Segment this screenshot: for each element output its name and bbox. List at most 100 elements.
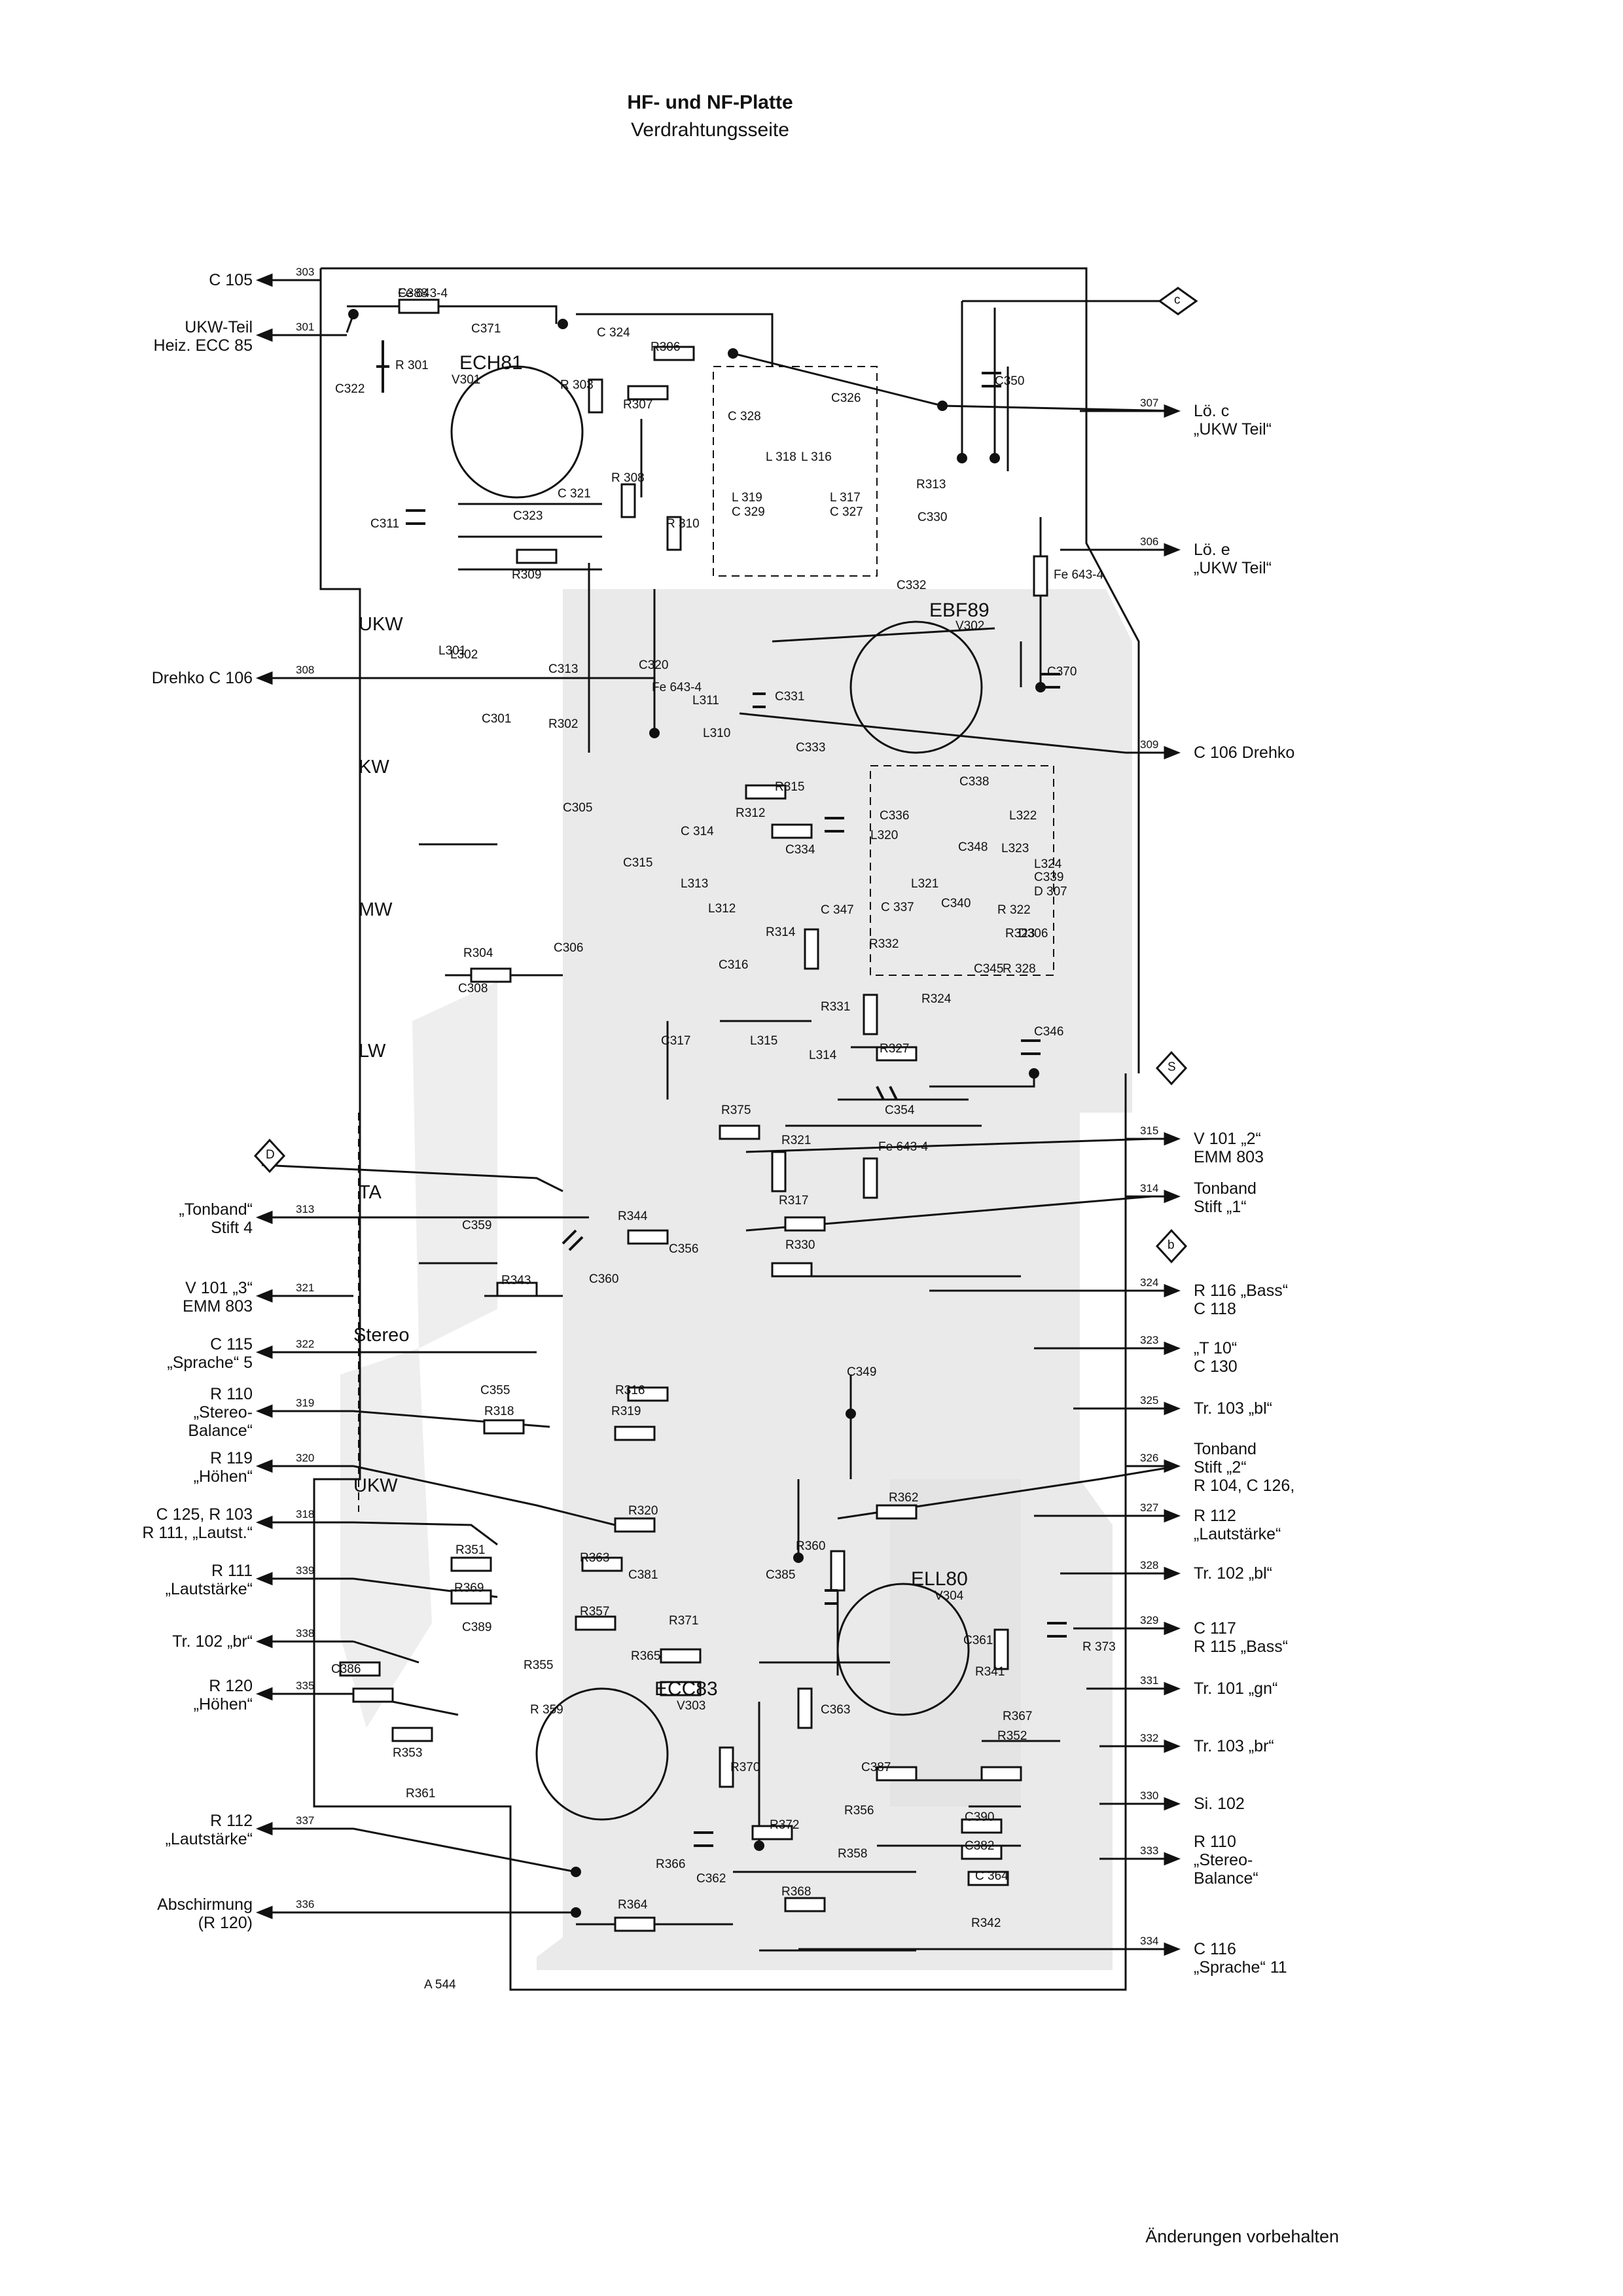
right-connection-number: 326 (1140, 1452, 1159, 1464)
component-designator: R371 (669, 1614, 699, 1628)
left-connection-label: UKW-Teil Heiz. ECC 85 (153, 318, 253, 355)
component-designator: C322 (335, 382, 365, 396)
component-designator: R307 (623, 398, 653, 412)
component-designator: R368 (781, 1885, 812, 1899)
component-designator: R 359 (530, 1703, 563, 1717)
component-designator: C348 (958, 840, 988, 854)
component-designator: C331 (775, 690, 805, 704)
component-designator: R363 (580, 1551, 610, 1565)
band-label: MW (359, 899, 393, 920)
component-designator: C 337 (881, 901, 914, 914)
component-designator: D 307 (1034, 885, 1067, 899)
component-designator: L322 (1009, 809, 1037, 823)
right-connection-label: Si. 102 (1194, 1795, 1245, 1813)
component-designator: R343 (501, 1274, 531, 1287)
component-designator: C 347 (821, 903, 854, 917)
component-designator: L310 (703, 726, 731, 740)
component-designator: R352 (997, 1729, 1027, 1743)
left-connection-number: 303 (296, 266, 315, 278)
component-designator: R 308 (611, 471, 645, 485)
left-connection-label: R 111 „Lautstärke“ (165, 1562, 253, 1598)
component-designator: R358 (838, 1847, 868, 1861)
right-connection-number: 328 (1140, 1559, 1159, 1571)
band-label: KW (359, 757, 389, 778)
component-designator: R 322 (997, 903, 1031, 917)
right-connection-number: 323 (1140, 1334, 1159, 1346)
marker-letter: b (1168, 1238, 1175, 1252)
right-connection-label: C 117 R 115 „Bass“ (1194, 1619, 1289, 1656)
component-designator: C 321 (558, 487, 591, 501)
component-designator: R332 (869, 937, 899, 951)
component-designator: C315 (623, 856, 653, 870)
component-designator: C350 (995, 374, 1025, 388)
component-designator: L311 (692, 694, 719, 708)
left-connection-label: C 125, R 103 R 111, „Lautst.“ (142, 1505, 253, 1542)
component-designator: R342 (971, 1916, 1001, 1930)
component-designator: C 364 (975, 1869, 1008, 1883)
component-designator: C311 (370, 517, 400, 531)
component-designator: R324 (921, 992, 952, 1006)
left-connection-number: 335 (296, 1679, 315, 1692)
band-label: UKW (359, 614, 403, 635)
right-connection-label: C 116 „Sprache“ 11 (1194, 1940, 1287, 1977)
component-designator: L 316 (801, 450, 832, 464)
left-connection-number: 308 (296, 664, 315, 676)
component-designator: C370 (1047, 665, 1077, 679)
board-outline (313, 267, 1140, 1991)
right-connection-label: Tr. 101 „gn“ (1194, 1679, 1278, 1698)
component-designator: L 317 (830, 491, 861, 505)
component-designator: C385 (766, 1568, 796, 1582)
component-designator: R351 (455, 1543, 486, 1557)
component-designator: C330 (918, 511, 948, 524)
right-connection-label: Tonband Stift „1“ (1194, 1179, 1257, 1216)
component-designator: C363 (821, 1703, 851, 1717)
component-designator: L 319 (732, 491, 762, 505)
component-designator: C305 (563, 801, 593, 815)
component-designator: R356 (844, 1804, 874, 1818)
right-connection-label: „T 10“ C 130 (1194, 1339, 1238, 1376)
right-connection-number: 306 (1140, 535, 1159, 548)
component-designator: R362 (889, 1491, 919, 1505)
band-label: TA (359, 1182, 382, 1203)
right-connection-number: 330 (1140, 1789, 1159, 1802)
right-connection-number: 329 (1140, 1614, 1159, 1626)
component-designator: R312 (736, 806, 766, 820)
marker-s (1155, 1050, 1188, 1086)
marker-b (1155, 1229, 1188, 1264)
component-designator: R369 (454, 1581, 484, 1595)
component-designator: C339 (1034, 870, 1064, 884)
component-designator: R372 (770, 1818, 800, 1832)
component-designator: R360 (796, 1539, 826, 1553)
component-designator: R370 (730, 1761, 760, 1774)
tube-label-ecc83: ECC83 (654, 1678, 718, 1700)
component-designator: C361 (963, 1634, 993, 1647)
component-designator: R331 (821, 1000, 851, 1014)
component-designator: R315 (775, 780, 805, 794)
component-designator: C362 (696, 1872, 726, 1886)
component-designator: R314 (766, 925, 796, 939)
right-connection-label: R 112 „Lautstärke“ (1194, 1507, 1281, 1543)
component-designator: C308 (458, 982, 488, 996)
band-label: Stereo (353, 1325, 410, 1346)
tube-socket-v303 (535, 1687, 669, 1821)
component-designator: C345 (974, 962, 1004, 976)
tube-socket-v301 (450, 365, 584, 499)
left-connection-number: 322 (296, 1338, 315, 1350)
component-designator: C349 (847, 1365, 877, 1379)
component-designator: C340 (941, 897, 971, 910)
board-copper (340, 589, 1132, 1970)
component-designator: R355 (524, 1659, 554, 1672)
left-connection-label: R 110 „Stereo- Balance“ (188, 1385, 253, 1440)
left-connection-number: 338 (296, 1627, 315, 1640)
component-designator: Fe 643-4 (652, 681, 702, 694)
component-designator: L314 (809, 1049, 837, 1062)
component-designator: R 328 (1003, 962, 1036, 976)
board-code: A 544 (424, 1978, 456, 1992)
footer-note: Änderungen vorbehalten (1145, 2227, 1339, 2246)
left-connection-number: 313 (296, 1203, 315, 1215)
tube-socket-v304 (836, 1583, 970, 1716)
component-designator: R306 (651, 340, 681, 354)
component-designator: C336 (880, 809, 910, 823)
left-connection-number: 320 (296, 1452, 315, 1464)
